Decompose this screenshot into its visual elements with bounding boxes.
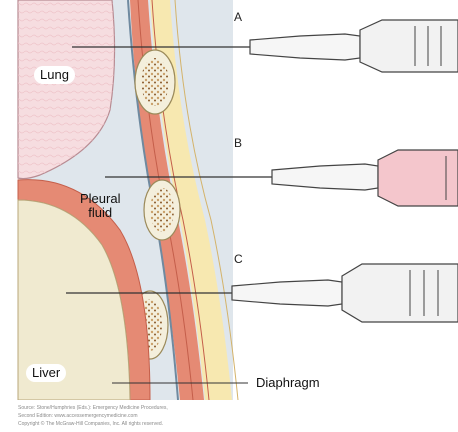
panel-letter-b: B	[234, 136, 242, 150]
source-line-2: Second Edition: www.accessemergencymedic…	[18, 412, 168, 420]
pleural-fluid-label: Pleural fluid	[80, 192, 120, 220]
lung-label: Lung	[34, 66, 75, 84]
pleural-fluid-line2: fluid	[80, 206, 120, 220]
panel-letter-c: C	[234, 252, 243, 266]
diaphragm-label: Diaphragm	[256, 376, 320, 390]
source-line-3: Copyright © The McGraw-Hill Companies, I…	[18, 420, 168, 428]
source-caption: Source: Stone/Humphries (Eds.): Emergenc…	[18, 404, 168, 428]
thoracentesis-diagram	[0, 0, 458, 400]
pleural-fluid-line1: Pleural	[80, 192, 120, 206]
panel-letter-a: A	[234, 10, 242, 24]
source-line-1: Source: Stone/Humphries (Eds.): Emergenc…	[18, 404, 168, 412]
liver-label: Liver	[26, 364, 66, 382]
